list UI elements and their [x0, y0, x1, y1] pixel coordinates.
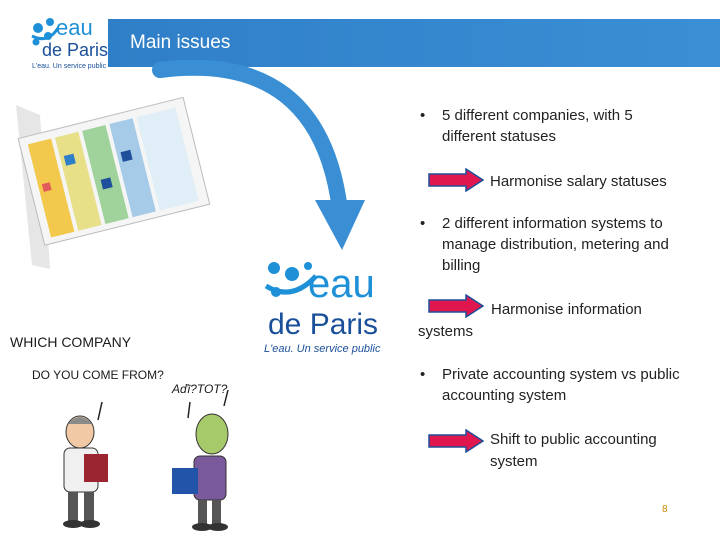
- page-title: Main issues: [130, 32, 231, 53]
- page-number: 8: [662, 504, 668, 515]
- bullet-dot: •: [420, 215, 426, 232]
- main-logo-drops-icon: [264, 262, 318, 297]
- speech-text: Aďī?TOT?: [172, 382, 228, 396]
- outcome-3-line2: system: [490, 453, 538, 470]
- bullet-1: • 5 different companies, with 5 differen…: [420, 105, 710, 147]
- right-arrow-icon: [428, 294, 484, 318]
- main-logo-tagline: L'eau. Un service public: [264, 343, 381, 355]
- bullet-line: Private accounting system vs public: [442, 366, 680, 383]
- outcome-2-line1: Harmonise information: [491, 301, 642, 318]
- come-from-label: DO YOU COME FROM?: [32, 368, 164, 382]
- outcome-2-line2: systems: [418, 323, 474, 340]
- bullet-line: accounting system: [442, 387, 567, 404]
- header-logo: [28, 14, 108, 74]
- which-company-label: WHICH COMPANY: [10, 334, 132, 350]
- water-drops-icon: [31, 18, 60, 46]
- header-logo-deparis: de Paris: [42, 40, 109, 60]
- outcome-3-line1: Shift to public accounting: [490, 431, 657, 448]
- title-bar: [108, 19, 720, 67]
- bullet-line: 2 different information systems to: [442, 215, 663, 232]
- main-logo-deparis: de Paris: [268, 308, 379, 341]
- bullet-dot: •: [420, 107, 426, 124]
- outcome-1: Harmonise salary statuses: [490, 173, 667, 190]
- main-logo-eau: eau: [308, 262, 375, 306]
- right-arrow-icon: [428, 429, 484, 453]
- header-logo-tagline: L'eau. Un service public: [32, 63, 107, 70]
- bullet-2: • 2 different information systems to man…: [420, 213, 710, 277]
- curved-arrow-icon: [152, 60, 365, 250]
- cartoon-characters-illustration: [63, 389, 229, 531]
- right-arrow-icon: [428, 168, 484, 192]
- bullet-line: 5 different companies, with 5: [442, 107, 633, 124]
- bullet-line: different statuses: [442, 128, 556, 145]
- bullet-3: • Private accounting system vs public ac…: [420, 364, 710, 406]
- documents-illustration: [16, 96, 210, 269]
- header-logo-eau: eau: [56, 15, 93, 40]
- bullet-line: billing: [442, 257, 481, 274]
- bullet-line: manage distribution, metering and: [442, 236, 669, 253]
- bullet-dot: •: [420, 366, 426, 383]
